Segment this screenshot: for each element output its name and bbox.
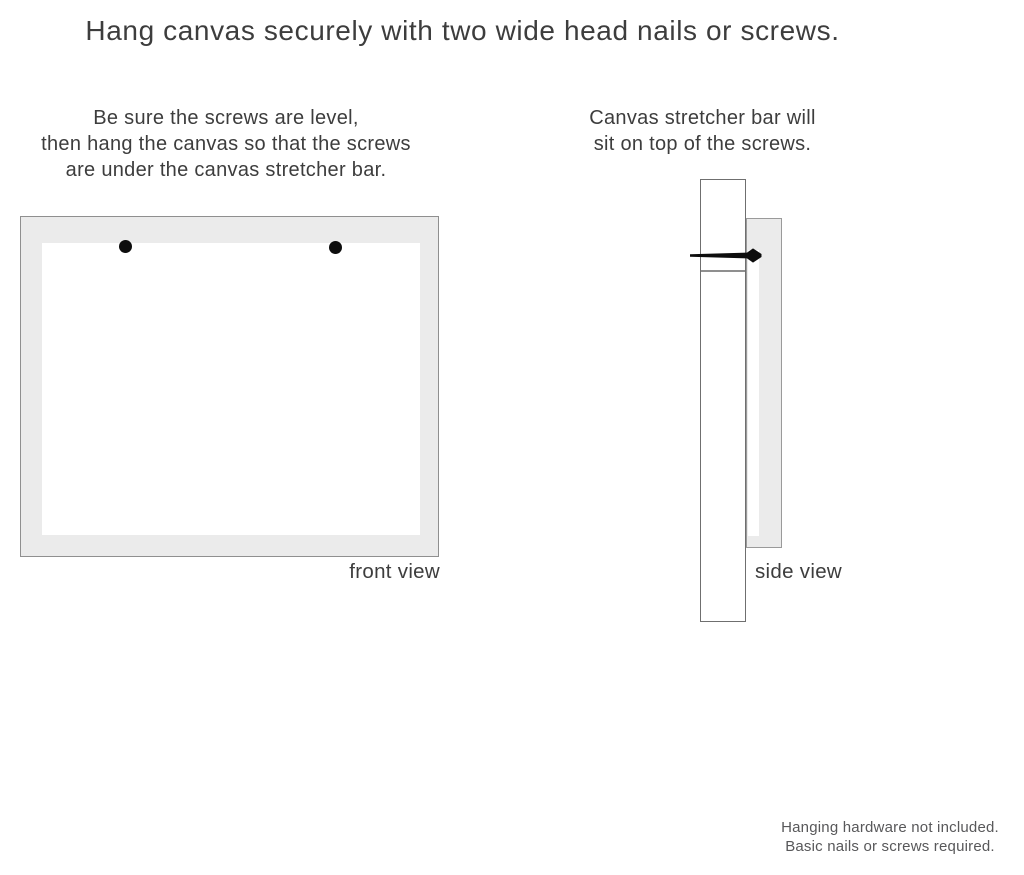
caption-line: then hang the canvas so that the screws — [41, 133, 411, 155]
caption-line: are under the canvas stretcher bar. — [65, 159, 387, 181]
footnote-line: Basic nails or screws required. — [785, 838, 995, 855]
front-view-canvas-face — [42, 243, 420, 535]
nail-icon — [690, 248, 762, 263]
caption-line: sit on top of the screws. — [593, 133, 812, 155]
stretcher-bar-joint-line — [701, 270, 745, 272]
side-view-stretcher-bar — [700, 179, 746, 622]
front-view-caption: Be sure the screws are level, then hang … — [0, 105, 452, 183]
caption-line: Be sure the screws are level, — [93, 107, 359, 129]
side-view-canvas-face — [748, 250, 759, 536]
front-view-canvas-frame — [20, 216, 439, 557]
side-view-canvas-edge — [746, 218, 782, 548]
screw-dot-icon — [329, 241, 342, 254]
screw-dot-icon — [119, 240, 132, 253]
page-title: Hang canvas securely with two wide head … — [85, 15, 840, 46]
front-view-label: front view — [349, 560, 440, 583]
hardware-footnote: Hanging hardware not included. Basic nai… — [740, 818, 1024, 856]
side-view-caption: Canvas stretcher bar will sit on top of … — [550, 105, 855, 157]
side-view-label: side view — [755, 560, 843, 583]
caption-line: Canvas stretcher bar will — [589, 107, 816, 129]
footnote-line: Hanging hardware not included. — [781, 819, 999, 836]
